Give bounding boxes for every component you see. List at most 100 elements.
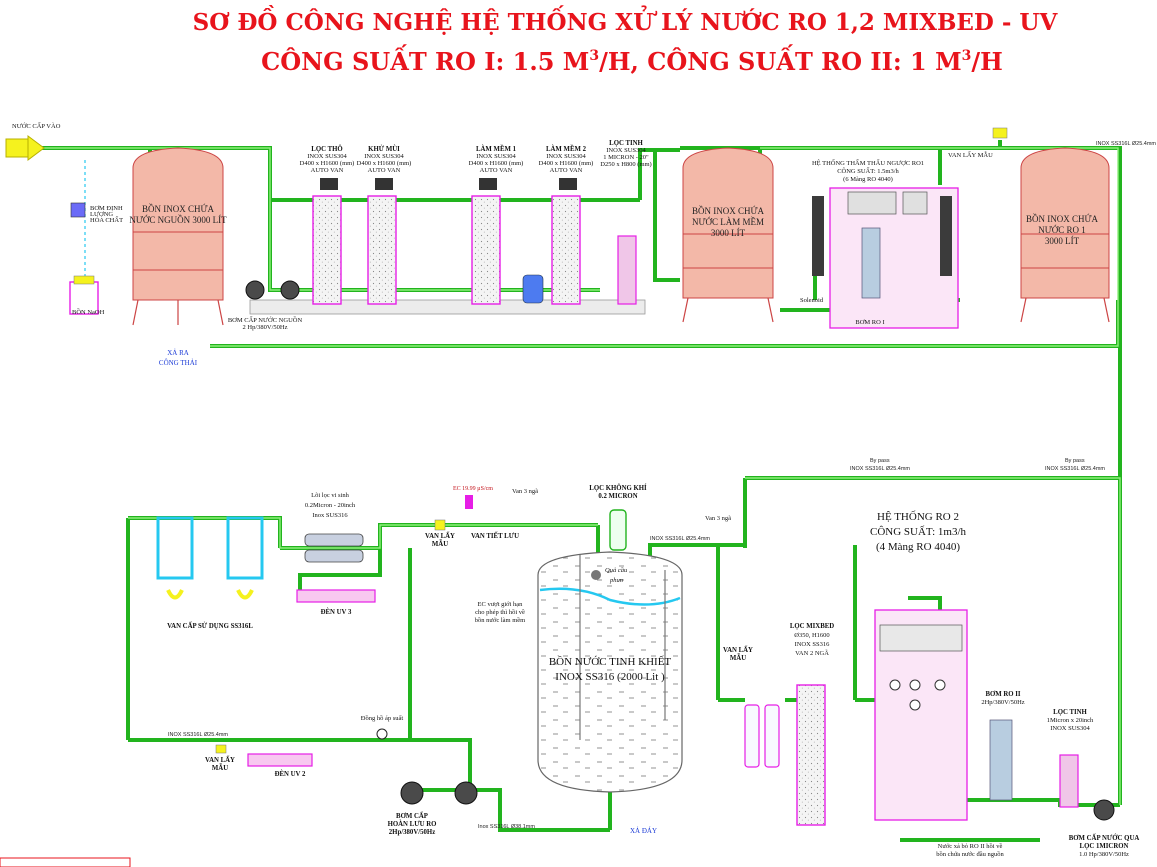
circ-pump-2-icon [454, 781, 478, 805]
micro-cartridge-2 [304, 549, 364, 563]
soft1-label-2: INOX SUS304 [476, 153, 516, 160]
mixbed: LỌC MIXBED Ø350, H1600 INOX SS316 VAN 2 … [705, 515, 834, 826]
ball-label-2: phun [609, 577, 623, 584]
sample-b-3: MẪU [730, 654, 746, 662]
deodor-label-3: D400 x H1600 (mm) [357, 160, 412, 167]
air-label-1: LỌC KHÔNG KHÍ [589, 484, 647, 492]
ro2-capacity: CÔNG SUẤT: 1m3/h [870, 525, 967, 538]
ro2-feed-pump-icon [1093, 799, 1115, 821]
top-pipe-label: INOX SS316L Ø25.4mm [1096, 141, 1156, 147]
ro1-title: HỆ THỐNG THẨM THẤU NGƯỢC RO1 [812, 159, 924, 167]
ro2-system: HỆ THỐNG RO 2 CÔNG SUẤT: 1m3/h (4 Màng R… [870, 510, 1025, 821]
fine-filter [617, 235, 637, 305]
naoh-tank-label: BỒN NaOH [72, 308, 105, 316]
ro2-pump-icon [989, 719, 1013, 801]
ro2-note-1: Nước xả bỏ RO II hồi về [938, 843, 1003, 850]
deodor-label-1: KHỬ MÙI [368, 145, 400, 153]
solenoid-label: Solenoid [800, 297, 824, 304]
soft-tank: BỒN INOX CHỨA NƯỚC LÀM MỀM 3000 LÍT [682, 147, 774, 323]
ec-note-2: cho phép thì hồi về [475, 609, 525, 616]
feed-pump-1-icon [245, 280, 265, 300]
dosing-pump-icon [70, 202, 86, 218]
mixbed-column [796, 684, 826, 826]
pure-tank-label-1: BỒN NƯỚC TINH KHIẾT [549, 655, 672, 668]
micro-label-1: Lõi lọc vi sinh [311, 492, 349, 499]
micro-label-2: 0.2Micron - 20inch [305, 502, 356, 509]
air-filter-icon [609, 509, 627, 551]
water-level [539, 587, 681, 606]
soft1-label-4: AUTO VAN [480, 167, 513, 174]
ro2-pump-label-1: BƠM RO II [985, 691, 1020, 698]
soft1-label-3: D400 x H1600 (mm) [469, 160, 524, 167]
ro1-capacity: CÔNG SUẤT: 1.5m3/h [837, 167, 899, 175]
soft2-label-4: AUTO VAN [550, 167, 583, 174]
use-valve-icon [236, 589, 254, 600]
title-line-2: CÔNG SUẤT RO I: 1.5 M3/H, CÔNG SUẤT RO I… [261, 44, 1003, 76]
sample-b-1: MẪU [432, 540, 448, 548]
use-valve-icon [166, 589, 184, 600]
inlet-label: NƯỚC CẤP VÀO [12, 122, 61, 130]
source-tank: BỒN INOX CHỨA NƯỚC NGUỒN 3000 LÍT [129, 147, 227, 326]
feed-pump-2-icon [280, 280, 300, 300]
coarse-filter [312, 195, 342, 305]
auto-valve-icon [559, 178, 577, 190]
bottom-pipe-label: INOX SS316L Ø25.4mm [168, 732, 228, 738]
auto-valve-icon [479, 178, 497, 190]
filter-labels: LỌC THÔ INOX SUS304 D400 x H1600 (mm) AU… [300, 140, 652, 174]
sample-valve-icon [434, 519, 446, 531]
circ-label-1: BƠM CẤP [396, 812, 428, 820]
use-loop-1 [156, 516, 194, 580]
ro1-tank-label-3: 3000 LÍT [1045, 236, 1080, 246]
bypass-pipe-1: INOX SS316L Ø25.4mm [850, 466, 910, 472]
uv2-label: ĐÈN UV 2 [275, 770, 306, 778]
pressure-gauge-icon [376, 728, 388, 740]
ro2-note-2: bồn chứa nước đầu nguồn [936, 851, 1004, 858]
air-label-2: 0.2 MICRON [598, 493, 637, 500]
pure-tank: BỒN NƯỚC TINH KHIẾT INOX SS316 (2000 Lit… [475, 551, 683, 835]
ro1-pump-icon [861, 227, 881, 299]
salt-tank-icon [522, 274, 544, 304]
mixbed-label-1: LỌC MIXBED [790, 623, 834, 630]
ec-meter-icon [465, 495, 473, 509]
pure-tank-label-2: INOX SS316 (2000 Lit ) [555, 671, 665, 683]
ro2-pump-label-2: 2Hp/380V/50Hz [981, 699, 1024, 706]
dosing-unit: BƠM ĐỊNH LƯỢNG HÓA CHẤT BỒN NaOH [69, 160, 123, 316]
coarse-label-4: AUTO VAN [311, 167, 344, 174]
deodor-filter [367, 195, 397, 305]
source-tank-label-2: NƯỚC NGUỒN 3000 LÍT [129, 215, 227, 225]
three-way-2: Van 3 ngã [705, 515, 731, 522]
soft-filter-1 [471, 195, 501, 305]
ro1-membranes: (6 Màng RO 4040) [843, 176, 893, 183]
bypass-labels: By pass INOX SS316L Ø25.4mm By pass INOX… [850, 458, 1105, 472]
uv2: ĐÈN UV 2 VAN LẤY MẪU INOX SS316L Ø25.4mm [168, 732, 313, 778]
fine-label-1: LỌC TINH [609, 140, 643, 147]
gauge-label: Đồng hồ áp suất [361, 715, 404, 722]
bypass-pipe-2: INOX SS316L Ø25.4mm [1045, 466, 1105, 472]
soft-tank-label-1: BỒN INOX CHỨA [692, 206, 764, 216]
ro2-feed-label-3: 1.0 Hp/380V/50Hz [1079, 851, 1129, 858]
soft1-label-1: LÀM MỀM 1 [476, 145, 517, 153]
fine-filter-2-icon [1059, 754, 1079, 808]
dosing-pump-label-1: BƠM ĐỊNH [90, 205, 123, 212]
bottom-sample-valve: VAN LẤY MẪU VAN TIẾT LƯU Van 3 ngã EC 19… [425, 486, 538, 548]
sample-b-2: MẪU [212, 764, 228, 772]
sample-a-1: VAN LẤY [425, 532, 455, 540]
feed-pump-label-2: 2 Hp/380V/50Hz [243, 324, 288, 331]
soft-tank-label-2: NƯỚC LÀM MỀM [692, 217, 764, 227]
fine-label-3: 1 MICRON - 20" [603, 154, 649, 161]
inlet-pipe-icon [5, 138, 29, 158]
soft2-label-3: D400 x H1600 (mm) [539, 160, 594, 167]
auto-valve-icon [375, 178, 393, 190]
cartridge-icon [764, 704, 780, 768]
auto-valve-icon [320, 178, 338, 190]
top-sample-valve: VAN LẤY MẪU INOX SS316L Ø25.4mm [948, 127, 1156, 159]
fine2-label-1: LỌC TINH [1053, 709, 1087, 716]
feed-pump-label-1: BƠM CẤP NƯỚC NGUỒN [228, 316, 303, 324]
ball-label-1: Quả cầu [605, 567, 628, 574]
spray-ball-icon [591, 570, 601, 580]
tank-drain-label: XẢ ĐÁY [630, 827, 657, 835]
use-valves: VAN CẤP SỬ DỤNG SS316L [156, 516, 264, 630]
drain-label-2: CÔNG THẢI [159, 359, 198, 367]
top-filters [312, 178, 637, 305]
